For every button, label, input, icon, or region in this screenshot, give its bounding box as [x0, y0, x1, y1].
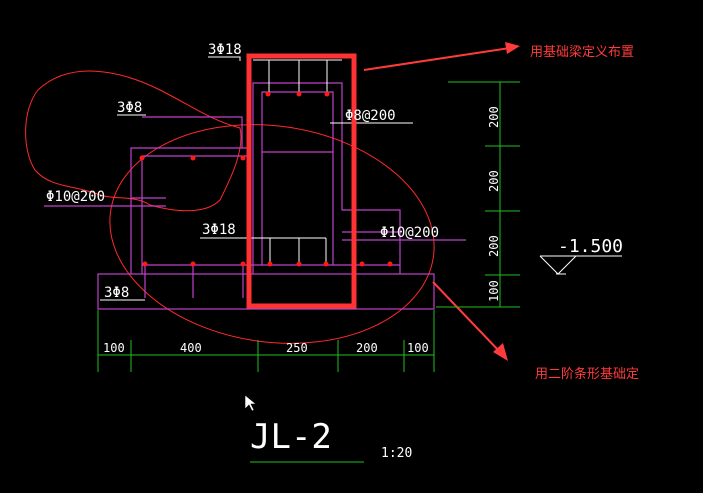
- arrow-beam-note-shaft: [363, 47, 511, 71]
- upper-step-outline: [142, 116, 243, 148]
- highlight-ellipse-strip-footing: [109, 124, 435, 344]
- drawing-scale: 1:20: [381, 446, 412, 461]
- rebar-dot: [324, 91, 330, 97]
- rebar-dot: [190, 261, 196, 267]
- elevation-triangle: [539, 255, 577, 275]
- rebar-dot: [240, 261, 246, 267]
- label-bottom-bars: 3Φ8: [104, 285, 129, 301]
- rebar-dot: [323, 261, 329, 267]
- lower-step-outline: [130, 147, 248, 274]
- rebar-dot: [139, 155, 145, 161]
- vertical-dimension-line: [436, 81, 520, 308]
- beam-stem-outline: [252, 82, 401, 274]
- dim-h-250: 250: [286, 341, 308, 355]
- leader-top-bars: [208, 56, 241, 61]
- drawing-title: JL-2: [250, 417, 332, 457]
- highlight-box-foundation-beam: [246, 53, 357, 309]
- elevation-label: -1.500: [558, 236, 623, 257]
- dim-v-200-2: 200: [487, 170, 501, 192]
- dim-h-200: 200: [356, 341, 378, 355]
- arrow-beam-note-head: [505, 42, 520, 54]
- rebar-dots: [139, 91, 393, 267]
- arrow-strip-note-shaft: [432, 281, 501, 353]
- label-step-bars: 3Φ8: [117, 100, 142, 116]
- beam-stem-inner: [261, 91, 334, 265]
- annotation-beam-note: 用基础梁定义布置: [530, 45, 634, 60]
- rebar-dot: [190, 155, 196, 161]
- label-stirrup-right: Φ10@200: [380, 225, 439, 241]
- dim-h-400: 400: [180, 341, 202, 355]
- rebar-dot: [142, 261, 148, 267]
- rebar-dot: [267, 261, 273, 267]
- hand-drawn-markup-left: [25, 70, 242, 212]
- label-top-bars: 3Φ18: [208, 42, 242, 58]
- arrow-strip-note-head: [493, 343, 508, 361]
- horizontal-dimension-line: [97, 310, 435, 372]
- rebar-dot: [296, 261, 302, 267]
- rebar-dot: [265, 91, 271, 97]
- rebar-dot: [387, 261, 393, 267]
- rebar-dot: [359, 261, 365, 267]
- dim-h-100-left: 100: [103, 341, 125, 355]
- dim-v-200-1: 200: [487, 106, 501, 128]
- rebar-dot: [296, 91, 302, 97]
- rebar-dot: [240, 155, 246, 161]
- annotation-strip-note: 用二阶条形基础定: [535, 366, 639, 382]
- label-stirrup-beam: Φ8@200: [345, 108, 396, 124]
- label-inner-bars: 3Φ18: [202, 222, 236, 238]
- base-slab-outline: [97, 273, 435, 310]
- dim-v-200-3: 200: [487, 235, 501, 257]
- dim-h-100-right: 100: [407, 341, 429, 355]
- mouse-cursor-icon: [244, 394, 257, 412]
- dim-v-100: 100: [487, 280, 501, 302]
- label-stirrup-left: Φ10@200: [46, 189, 105, 205]
